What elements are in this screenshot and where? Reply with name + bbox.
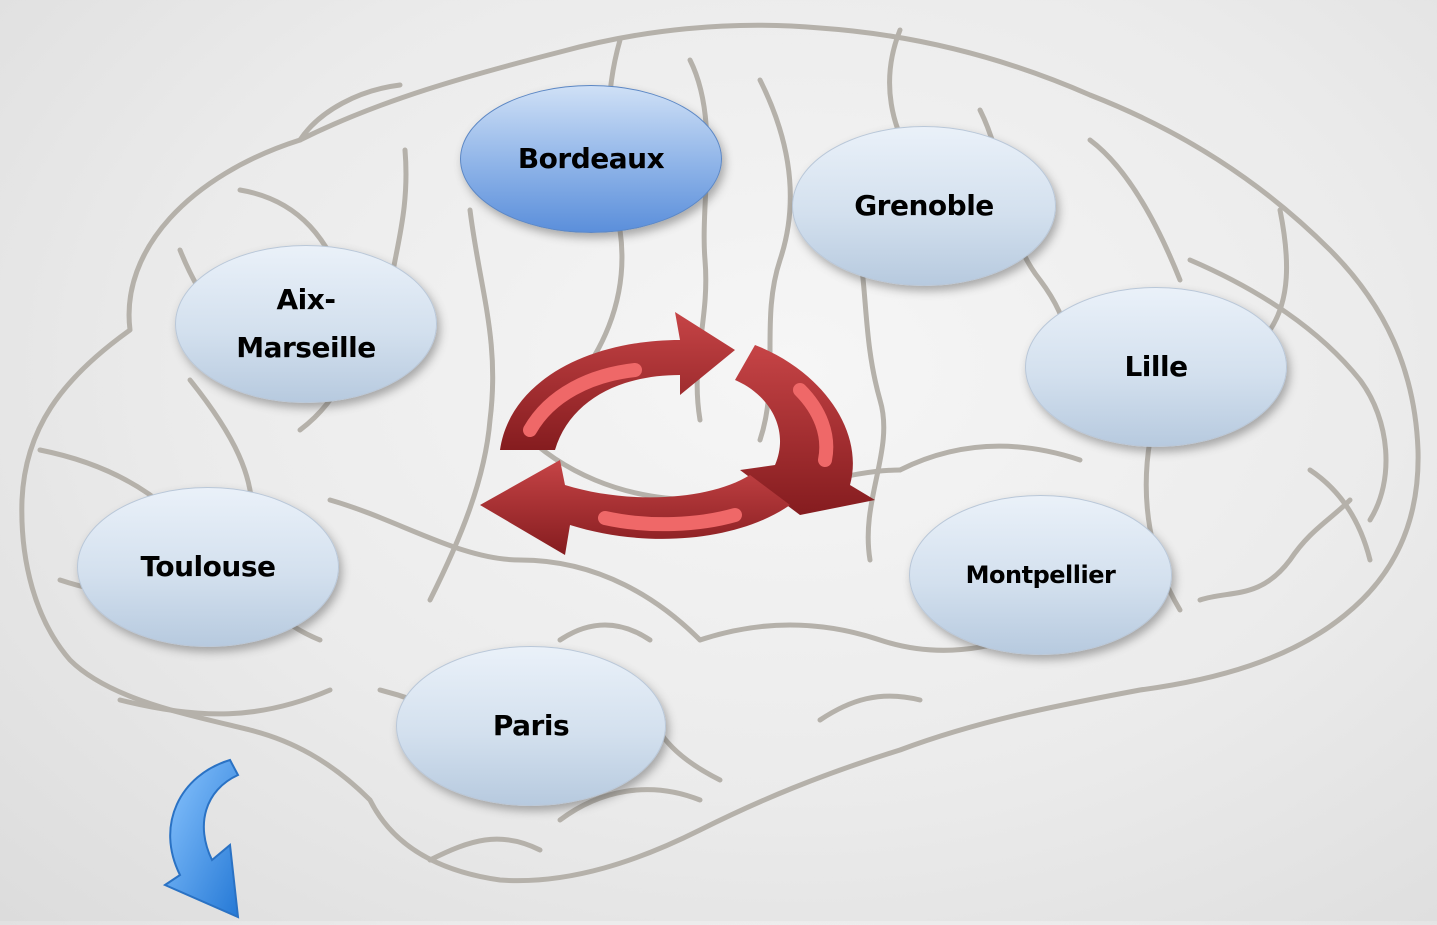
node-grenoble[interactable]: Grenoble xyxy=(792,126,1056,286)
node-toulouse[interactable]: Toulouse xyxy=(77,487,339,647)
node-label-grenoble: Grenoble xyxy=(854,189,994,223)
node-lille[interactable]: Lille xyxy=(1025,287,1287,447)
node-aix-marseille[interactable]: Aix- Marseille xyxy=(175,245,437,403)
node-montpellier[interactable]: Montpellier xyxy=(909,495,1172,655)
node-bordeaux[interactable]: Bordeaux xyxy=(460,85,722,233)
curved-arrow-down-icon xyxy=(162,758,240,919)
node-label-aix-marseille: Aix- Marseille xyxy=(236,283,376,364)
node-paris[interactable]: Paris xyxy=(396,646,666,806)
node-label-montpellier: Montpellier xyxy=(965,560,1116,589)
node-label-toulouse: Toulouse xyxy=(140,550,276,584)
node-label-paris: Paris xyxy=(492,709,570,743)
node-label-lille: Lille xyxy=(1124,350,1188,384)
cycle-arrows-icon xyxy=(480,312,875,555)
node-label-bordeaux: Bordeaux xyxy=(517,142,665,176)
